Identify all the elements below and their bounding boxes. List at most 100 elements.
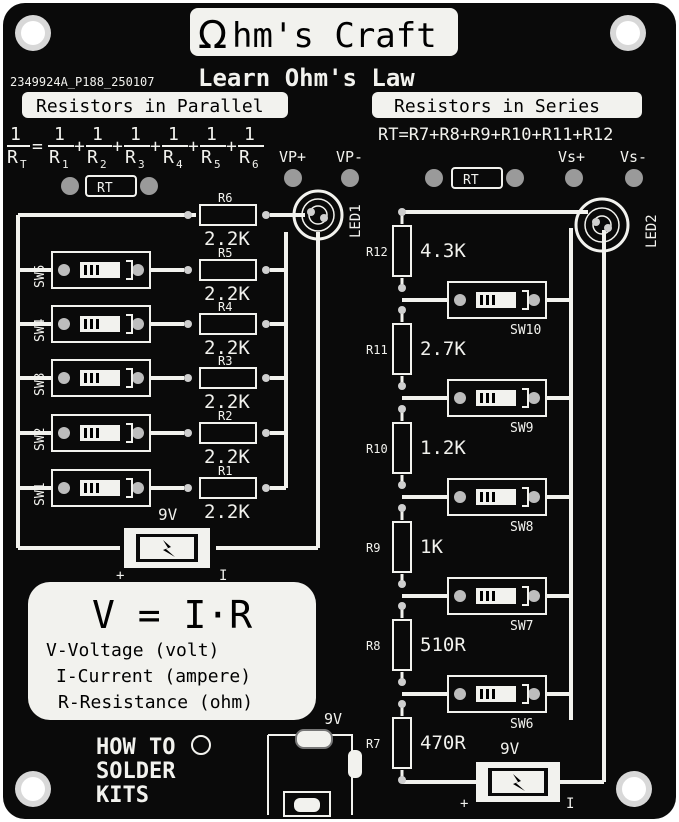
parallel-formula: 1 R T = bbox=[7, 124, 43, 171]
ohms-law-line-3: R-Resistance (ohm) bbox=[58, 692, 253, 713]
parallel-battery: 9V + I bbox=[116, 505, 227, 584]
series-switch-sw7[interactable] bbox=[447, 577, 547, 615]
resistor-value: 1.2K bbox=[420, 437, 466, 459]
brand-omega: Ω bbox=[198, 13, 227, 57]
battery-clip-label: 9V bbox=[324, 710, 342, 728]
part-number: 2349924A_P188_250107 bbox=[10, 75, 155, 89]
resistor-ref: R5 bbox=[218, 246, 232, 260]
formula-term-num: 1 bbox=[54, 124, 65, 145]
formula-lhs-num: 1 bbox=[10, 124, 21, 145]
formula-term-sub: 3 bbox=[138, 158, 145, 171]
formula-term-den: R bbox=[125, 147, 136, 168]
formula-term-num: 1 bbox=[130, 124, 141, 145]
ohms-law-line-1: V-Voltage (volt) bbox=[46, 640, 219, 661]
logo-line-1: HOW TO bbox=[96, 735, 175, 760]
logo-line-2: SOLDER bbox=[96, 759, 176, 784]
series-battery-minus: I bbox=[566, 796, 574, 812]
ohms-law-box: V = I·R V-Voltage (volt) I-Current (ampe… bbox=[28, 582, 316, 720]
formula-term-num: 1 bbox=[168, 124, 179, 145]
series-traces bbox=[402, 210, 606, 784]
how-to-solder-kits-logo: HOW TO SOLDER KITS bbox=[96, 735, 211, 808]
formula-term-num: 1 bbox=[92, 124, 103, 145]
switch-label: SW4 bbox=[33, 318, 48, 342]
resistor-value: 2.2K bbox=[204, 337, 250, 359]
resistor-ref: R3 bbox=[218, 354, 232, 368]
series-battery: 9V + I bbox=[460, 739, 574, 812]
formula-term-den: R bbox=[239, 147, 250, 168]
resistor-value: 2.2K bbox=[204, 446, 250, 468]
formula-plus: + bbox=[226, 136, 237, 157]
formula-term-sub: 6 bbox=[252, 158, 259, 171]
switch-label: SW9 bbox=[510, 421, 533, 436]
switch-label: SW5 bbox=[33, 265, 48, 288]
resistor-value: 510R bbox=[420, 634, 466, 656]
formula-term-den: R bbox=[163, 147, 174, 168]
parallel-switch-sw1[interactable] bbox=[51, 469, 151, 507]
board-subtitle: Learn Ohm's Law bbox=[198, 64, 415, 92]
resistor-ref: R2 bbox=[218, 409, 232, 423]
parallel-resistor-r5: R5 2.2K SW5 bbox=[18, 246, 286, 305]
switch-label: SW3 bbox=[33, 373, 48, 396]
parallel-battery-label: 9V bbox=[158, 505, 178, 524]
resistor-value: 2.2K bbox=[204, 283, 250, 305]
formula-plus: + bbox=[74, 136, 85, 157]
series-switch-sw9[interactable] bbox=[447, 379, 547, 417]
resistor-value: 2.2K bbox=[204, 228, 250, 250]
ohms-law-line-2: I-Current (ampere) bbox=[56, 666, 251, 687]
led2-label: LED2 bbox=[644, 214, 660, 248]
parallel-resistor-r6: R62.2K bbox=[184, 191, 286, 250]
resistor-ref: R1 bbox=[218, 464, 232, 478]
logo-line-3: KITS bbox=[96, 783, 149, 808]
svg-text:=: = bbox=[32, 136, 43, 157]
switch-label: SW10 bbox=[510, 323, 541, 338]
resistor-ref: R11 bbox=[366, 343, 388, 357]
formula-plus: + bbox=[112, 136, 123, 157]
formula-lhs-sub: T bbox=[20, 158, 27, 171]
series-rt-label: RT bbox=[463, 173, 479, 188]
vp-plus-label: VP+ bbox=[279, 148, 306, 166]
resistor-value: 1K bbox=[420, 536, 443, 558]
resistor-ref: R7 bbox=[366, 737, 380, 751]
resistor-value: 2.2K bbox=[204, 501, 250, 523]
led2: LED2 bbox=[574, 197, 660, 253]
brand-title: hm's Craft bbox=[232, 16, 437, 56]
mounting-holes bbox=[15, 15, 652, 807]
parallel-resistor-r3: R3 2.2K SW3 bbox=[18, 354, 286, 413]
switch-label: SW2 bbox=[33, 428, 48, 451]
formula-lhs-den: R bbox=[7, 147, 18, 168]
formula-term-sub: 4 bbox=[176, 158, 183, 171]
switch-label: SW8 bbox=[510, 520, 533, 535]
resistor-ref: R9 bbox=[366, 541, 380, 555]
resistor-ref: R8 bbox=[366, 639, 380, 653]
formula-term-den: R bbox=[49, 147, 60, 168]
series-heading: Resistors in Series bbox=[394, 96, 600, 117]
formula-term-num: 1 bbox=[206, 124, 217, 145]
ohms-law-equation: V = I·R bbox=[92, 593, 252, 637]
parallel-battery-minus: I bbox=[219, 568, 227, 584]
parallel-rt-label: RT bbox=[97, 181, 113, 196]
formula-plus: + bbox=[150, 136, 161, 157]
switch-label: SW7 bbox=[510, 619, 533, 634]
led1: LED1 bbox=[292, 189, 364, 241]
parallel-rows: R62.2KR52.2KSW5R42.2KSW4R32.2KSW3R22.2KS… bbox=[18, 191, 286, 523]
vp-minus-label: VP- bbox=[336, 148, 363, 166]
series-switch-sw8[interactable] bbox=[447, 478, 547, 516]
series-test-points: RT Vs+ Vs- bbox=[425, 148, 647, 189]
formula-term-den: R bbox=[87, 147, 98, 168]
parallel-resistor-r2: R2 2.2K SW2 bbox=[18, 409, 286, 468]
battery-clip: 9V bbox=[267, 710, 362, 817]
resistor-ref: R4 bbox=[218, 300, 232, 314]
formula-term-sub: 2 bbox=[100, 158, 107, 171]
resistor-value: 2.2K bbox=[204, 391, 250, 413]
led1-label: LED1 bbox=[348, 204, 364, 238]
formula-plus: + bbox=[188, 136, 199, 157]
